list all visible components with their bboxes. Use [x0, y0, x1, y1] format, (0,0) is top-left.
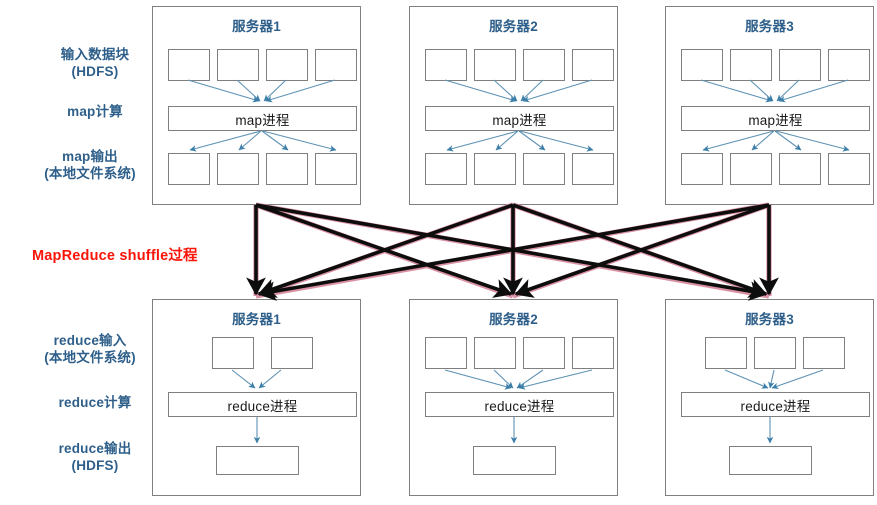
- reduce-input-block[interactable]: [474, 337, 516, 369]
- reduce-process-bar[interactable]: reduce进程: [681, 392, 870, 417]
- label-map-output: map输出 (本地文件系统): [44, 149, 136, 181]
- label-reduce-input: reduce输入 (本地文件系统): [44, 333, 136, 365]
- reduce-server-title-3: 服务器3: [745, 312, 794, 327]
- map-input-block[interactable]: [168, 49, 210, 81]
- map-input-block[interactable]: [681, 49, 723, 81]
- reduce-output-block[interactable]: [729, 446, 812, 475]
- reduce-server-panel-2[interactable]: 服务器2 reduce进程: [409, 299, 618, 496]
- reduce-server-title-2: 服务器2: [489, 312, 538, 327]
- map-server-panel-3[interactable]: 服务器3 map进程: [665, 6, 874, 205]
- map-output-block[interactable]: [523, 153, 565, 185]
- reduce-server-title-1: 服务器1: [232, 312, 281, 327]
- reduce-input-block[interactable]: [271, 337, 313, 369]
- shuffle-process-label: MapReduce shuffle过程: [32, 248, 198, 264]
- reduce-input-block[interactable]: [572, 337, 614, 369]
- reduce-process-bar[interactable]: reduce进程: [425, 392, 614, 417]
- map-output-block[interactable]: [681, 153, 723, 185]
- map-server-panel-1[interactable]: 服务器1 map进程: [152, 6, 361, 205]
- map-input-block[interactable]: [779, 49, 821, 81]
- map-process-bar[interactable]: map进程: [681, 106, 870, 131]
- reduce-output-block[interactable]: [473, 446, 556, 475]
- reduce-process-bar[interactable]: reduce进程: [168, 392, 357, 417]
- reduce-input-block[interactable]: [803, 337, 845, 369]
- map-input-block[interactable]: [217, 49, 259, 81]
- map-output-block[interactable]: [730, 153, 772, 185]
- map-server-title-3: 服务器3: [745, 19, 794, 34]
- reduce-output-block[interactable]: [216, 446, 299, 475]
- reduce-input-block[interactable]: [425, 337, 467, 369]
- map-input-block[interactable]: [730, 49, 772, 81]
- map-input-block[interactable]: [828, 49, 870, 81]
- map-server-panel-2[interactable]: 服务器2 map进程: [409, 6, 618, 205]
- reduce-input-block[interactable]: [212, 337, 254, 369]
- map-server-title-2: 服务器2: [489, 19, 538, 34]
- map-input-block[interactable]: [266, 49, 308, 81]
- reduce-input-block[interactable]: [523, 337, 565, 369]
- map-input-block[interactable]: [572, 49, 614, 81]
- map-process-bar[interactable]: map进程: [168, 106, 357, 131]
- map-input-block[interactable]: [315, 49, 357, 81]
- map-output-block[interactable]: [217, 153, 259, 185]
- map-output-block[interactable]: [828, 153, 870, 185]
- label-input-blocks: 输入数据块 (HDFS): [60, 47, 130, 79]
- reduce-input-block[interactable]: [705, 337, 747, 369]
- map-server-title-1: 服务器1: [232, 19, 281, 34]
- map-input-block[interactable]: [474, 49, 516, 81]
- map-output-block[interactable]: [315, 153, 357, 185]
- map-output-block[interactable]: [425, 153, 467, 185]
- map-output-block[interactable]: [168, 153, 210, 185]
- map-output-block[interactable]: [572, 153, 614, 185]
- map-process-bar[interactable]: map进程: [425, 106, 614, 131]
- map-input-block[interactable]: [523, 49, 565, 81]
- reduce-input-block[interactable]: [754, 337, 796, 369]
- map-output-block[interactable]: [474, 153, 516, 185]
- map-input-block[interactable]: [425, 49, 467, 81]
- reduce-server-panel-3[interactable]: 服务器3 reduce进程: [665, 299, 874, 496]
- label-reduce-compute: reduce计算: [58, 395, 132, 410]
- label-map-compute: map计算: [67, 104, 123, 119]
- reduce-server-panel-1[interactable]: 服务器1 reduce进程: [152, 299, 361, 496]
- map-output-block[interactable]: [779, 153, 821, 185]
- map-output-block[interactable]: [266, 153, 308, 185]
- label-reduce-output: reduce输出 (HDFS): [58, 441, 132, 473]
